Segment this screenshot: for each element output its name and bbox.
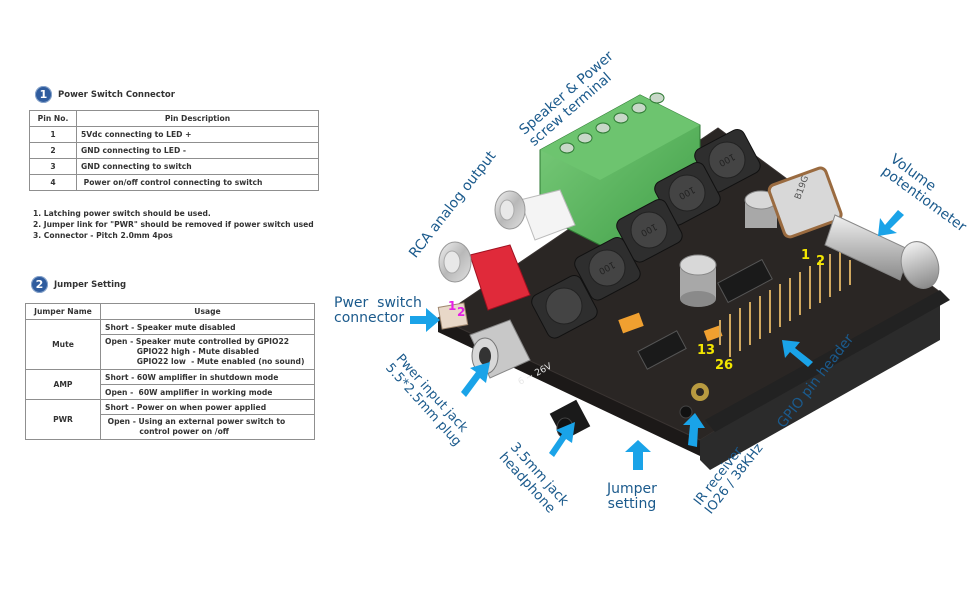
section-title: Jumper Setting bbox=[54, 279, 127, 290]
tantalum-capacitor bbox=[703, 325, 723, 342]
gpio-pins bbox=[719, 248, 851, 357]
amplifier-chip bbox=[637, 330, 687, 370]
gpio-pin-13-marker: 13 bbox=[697, 343, 716, 358]
jumper-name: PWR bbox=[25, 399, 101, 440]
arrow-icon bbox=[683, 413, 705, 447]
section-number-badge: 1 bbox=[35, 86, 52, 103]
table-row: 4 Power on/off control connecting to swi… bbox=[29, 174, 319, 191]
callout-arrows bbox=[410, 210, 904, 470]
dsp-chip bbox=[717, 258, 773, 304]
section-number-badge: 2 bbox=[31, 276, 48, 293]
tantalum-capacitor bbox=[618, 312, 644, 334]
arrow-icon bbox=[549, 422, 575, 457]
capacitors bbox=[679, 190, 778, 307]
pot-pin-1-marker: 1 bbox=[801, 248, 811, 263]
switch-pin-2-marker: 2 bbox=[457, 305, 466, 319]
rca-connector-red bbox=[438, 241, 531, 311]
pcb-edge bbox=[438, 292, 940, 456]
gpio-pin-26-marker: 26 bbox=[715, 358, 734, 373]
rca-connector-white bbox=[494, 189, 576, 241]
jumper-name: AMP bbox=[25, 369, 101, 400]
jumper-setting-table: Jumper Name Usage Mute Short - Speaker m… bbox=[25, 303, 315, 440]
section-title: Power Switch Connector bbox=[58, 89, 175, 100]
volume-potentiometer: B19G bbox=[767, 166, 940, 289]
arrow-icon bbox=[625, 440, 651, 470]
table-row: Mute Short - Speaker mute disabled bbox=[25, 319, 315, 370]
dc-power-jack bbox=[469, 319, 531, 379]
arrow-icon bbox=[782, 340, 813, 367]
table-row: PWR Short - Power on when power applied bbox=[25, 399, 315, 440]
inductors bbox=[531, 128, 761, 339]
section-2-heading: 2 Jumper Setting bbox=[31, 276, 126, 293]
screw-holes bbox=[559, 92, 665, 154]
pot-pin-2-marker: 2 bbox=[816, 254, 826, 269]
label-jumper-setting: Jumper setting bbox=[607, 481, 657, 513]
arrow-icon bbox=[461, 362, 490, 397]
notes-list: 1. Latching power switch should be used.… bbox=[33, 208, 314, 241]
switch-pin-1-marker: 1 bbox=[448, 299, 457, 313]
note-item: 1. Latching power switch should be used. bbox=[33, 209, 211, 218]
pin-description: Power on/off control connecting to switc… bbox=[76, 174, 319, 191]
note-item: 3. Connector - Pitch 2.0mm 4pos bbox=[33, 231, 173, 240]
table-row: AMP Short - 60W amplifier in shutdown mo… bbox=[25, 369, 315, 400]
jumper-name: Mute bbox=[25, 319, 101, 370]
section-1-heading: 1 Power Switch Connector bbox=[35, 86, 175, 103]
label-power-switch-connector: Pwer switch connector bbox=[334, 295, 422, 327]
jumper-usage: Open - 60W amplifier in working mode bbox=[100, 384, 315, 400]
power-switch-connector bbox=[437, 302, 469, 330]
arrow-icon bbox=[410, 308, 440, 332]
note-item: 2. Jumper link for "PWR" should be remov… bbox=[33, 220, 314, 229]
table-row: Open - Using an external power switch to… bbox=[26, 414, 315, 440]
arrow-icon bbox=[878, 210, 904, 236]
table-row: Open - 60W amplifier in working mode bbox=[26, 384, 315, 400]
jumper-usage: Open - Using an external power switch to… bbox=[100, 414, 315, 440]
ir-receiver bbox=[679, 405, 693, 419]
